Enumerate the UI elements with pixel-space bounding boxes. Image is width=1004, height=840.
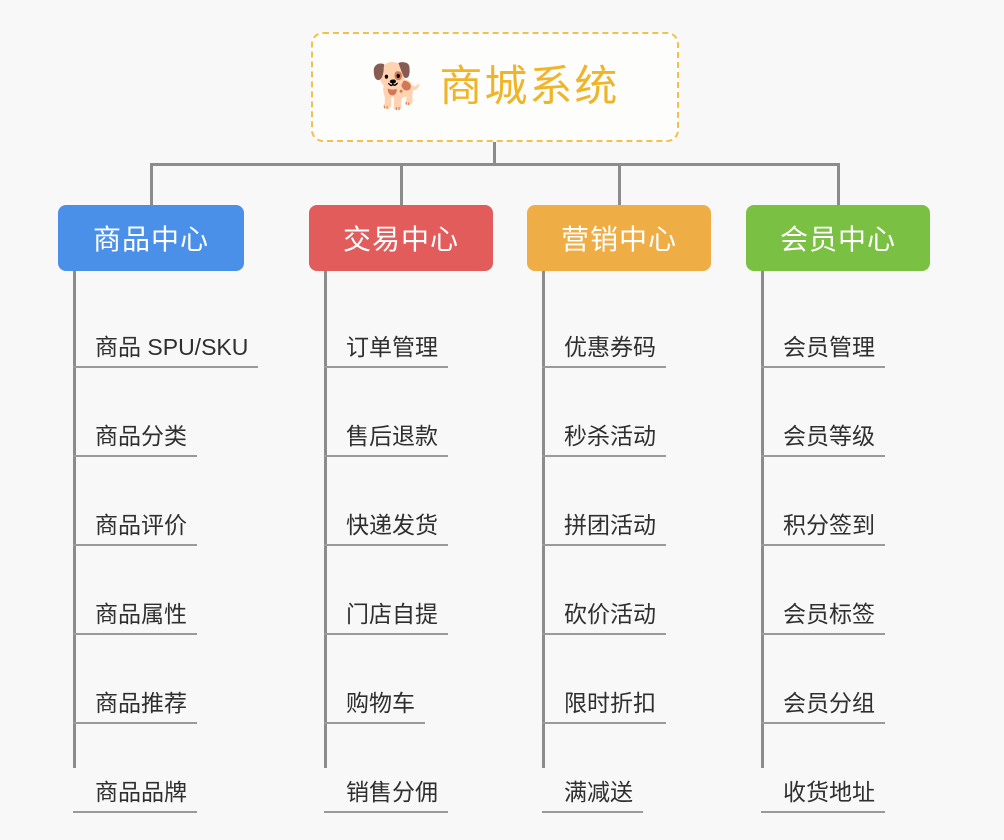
category-header-trade-center[interactable]: 交易中心	[309, 205, 493, 271]
root-node-title: 商城系统	[439, 62, 620, 111]
leaf-label: 商品品牌	[73, 779, 197, 813]
leaf-label: 商品分类	[73, 423, 197, 457]
list-item[interactable]: 商品品牌	[73, 724, 244, 813]
leaf-list-member-center: 会员管理 会员等级 积分签到 会员标签 会员分组 收货地址	[746, 271, 930, 813]
connector-drop-marketing-center	[618, 163, 621, 205]
list-item[interactable]: 商品推荐	[73, 635, 244, 724]
branch-trade-center: 交易中心 订单管理 售后退款 快递发货 门店自提 购物车 销售分佣	[309, 205, 493, 813]
connector-root-stem	[493, 142, 496, 165]
list-item[interactable]: 收货地址	[761, 724, 930, 813]
list-item[interactable]: 售后退款	[324, 368, 493, 457]
list-item[interactable]: 订单管理	[324, 279, 493, 368]
list-item[interactable]: 商品评价	[73, 457, 244, 546]
leaf-label: 商品推荐	[73, 690, 197, 724]
leaf-label: 积分签到	[761, 512, 885, 546]
list-item[interactable]: 会员分组	[761, 635, 930, 724]
leaf-label: 会员分组	[761, 690, 885, 724]
list-item[interactable]: 快递发货	[324, 457, 493, 546]
leaf-label: 限时折扣	[542, 690, 666, 724]
connector-horizontal-bus	[150, 163, 840, 166]
list-item[interactable]: 秒杀活动	[542, 368, 711, 457]
category-header-member-center[interactable]: 会员中心	[746, 205, 930, 271]
list-item[interactable]: 砍价活动	[542, 546, 711, 635]
leaf-list-product-center: 商品 SPU/SKU 商品分类 商品评价 商品属性 商品推荐 商品品牌	[58, 271, 259, 813]
list-item[interactable]: 门店自提	[324, 546, 493, 635]
leaf-label: 售后退款	[324, 423, 448, 457]
list-item[interactable]: 商品分类	[73, 368, 244, 457]
list-item[interactable]: 会员管理	[761, 279, 930, 368]
leaf-label: 订单管理	[324, 334, 448, 368]
list-item[interactable]: 限时折扣	[542, 635, 711, 724]
list-item[interactable]: 会员等级	[761, 368, 930, 457]
leaf-list-trade-center: 订单管理 售后退款 快递发货 门店自提 购物车 销售分佣	[309, 271, 493, 813]
leaf-label: 销售分佣	[324, 779, 448, 813]
leaf-label: 会员管理	[761, 334, 885, 368]
list-item[interactable]: 积分签到	[761, 457, 930, 546]
list-item[interactable]: 购物车	[324, 635, 493, 724]
leaf-label: 会员标签	[761, 601, 885, 635]
list-item[interactable]: 拼团活动	[542, 457, 711, 546]
leaf-label: 门店自提	[324, 601, 448, 635]
leaf-label: 优惠券码	[542, 334, 666, 368]
branch-marketing-center: 营销中心 优惠券码 秒杀活动 拼团活动 砍价活动 限时折扣 满减送	[527, 205, 711, 813]
leaf-label: 商品评价	[73, 512, 197, 546]
leaf-label: 砍价活动	[542, 601, 666, 635]
leaf-label: 收货地址	[761, 779, 885, 813]
list-item[interactable]: 商品属性	[73, 546, 244, 635]
leaf-label: 商品属性	[73, 601, 197, 635]
leaf-label: 拼团活动	[542, 512, 666, 546]
list-item[interactable]: 优惠券码	[542, 279, 711, 368]
leaf-label: 会员等级	[761, 423, 885, 457]
leaf-label: 商品 SPU/SKU	[73, 334, 259, 368]
connector-drop-trade-center	[400, 163, 403, 205]
leaf-label: 购物车	[324, 690, 425, 724]
branch-product-center: 商品中心 商品 SPU/SKU 商品分类 商品评价 商品属性 商品推荐 商品品牌	[58, 205, 259, 813]
category-header-marketing-center[interactable]: 营销中心	[527, 205, 711, 271]
root-node-shopping-mall-system[interactable]: 🐕 商城系统	[311, 32, 679, 142]
leaf-label: 秒杀活动	[542, 423, 666, 457]
branch-member-center: 会员中心 会员管理 会员等级 积分签到 会员标签 会员分组 收货地址	[746, 205, 930, 813]
dog-face-icon: 🐕	[370, 61, 426, 112]
category-label: 交易中心	[342, 224, 459, 255]
connector-drop-member-center	[837, 163, 840, 205]
leaf-label: 满减送	[542, 779, 643, 813]
category-label: 营销中心	[560, 224, 677, 255]
leaf-list-marketing-center: 优惠券码 秒杀活动 拼团活动 砍价活动 限时折扣 满减送	[527, 271, 711, 813]
category-label: 会员中心	[779, 224, 896, 255]
category-label: 商品中心	[92, 224, 209, 255]
connector-drop-product-center	[150, 163, 153, 205]
leaf-label: 快递发货	[324, 512, 448, 546]
list-item[interactable]: 会员标签	[761, 546, 930, 635]
list-item[interactable]: 商品 SPU/SKU	[73, 279, 259, 368]
list-item[interactable]: 满减送	[542, 724, 711, 813]
category-header-product-center[interactable]: 商品中心	[58, 205, 244, 271]
list-item[interactable]: 销售分佣	[324, 724, 493, 813]
